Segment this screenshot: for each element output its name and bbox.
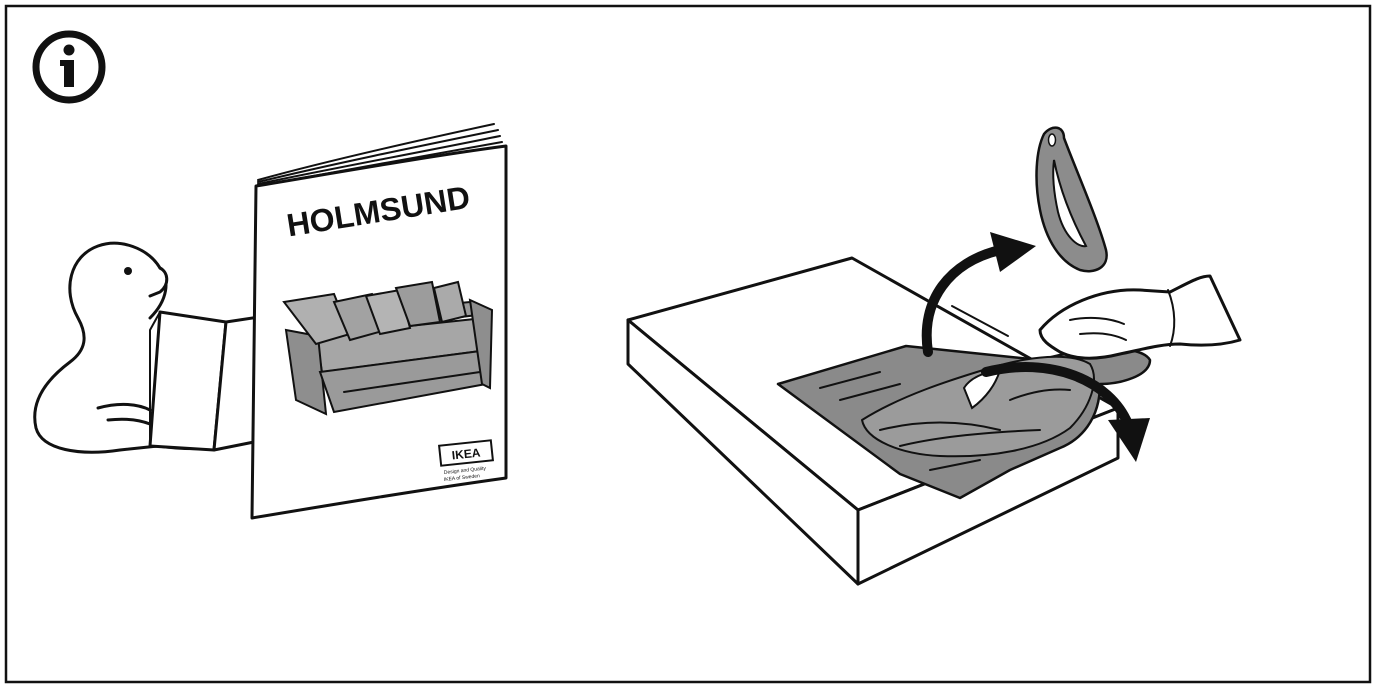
person-eye <box>124 267 132 275</box>
fine-print-2: IKEA of Sweden <box>444 473 481 483</box>
arrow-up-right-icon <box>921 232 1036 357</box>
arrow-down-right-icon <box>981 362 1150 462</box>
sofa-image <box>282 280 494 416</box>
info-circle-icon <box>32 30 106 104</box>
ikea-logo-text: IKEA <box>451 445 481 462</box>
sofa-cover-fabric <box>776 344 1152 500</box>
held-booklet <box>148 310 268 452</box>
strap-loop <box>1035 126 1108 273</box>
ikea-logo: IKEA Design and Quality IKEA of Sweden <box>437 439 495 483</box>
person-figure <box>33 241 272 454</box>
fine-print-1: Design and Quality <box>444 466 487 476</box>
hand-sleeve <box>1038 274 1242 360</box>
manual-booklet: HOLMSUND IKEA Design and Qua <box>250 123 508 520</box>
